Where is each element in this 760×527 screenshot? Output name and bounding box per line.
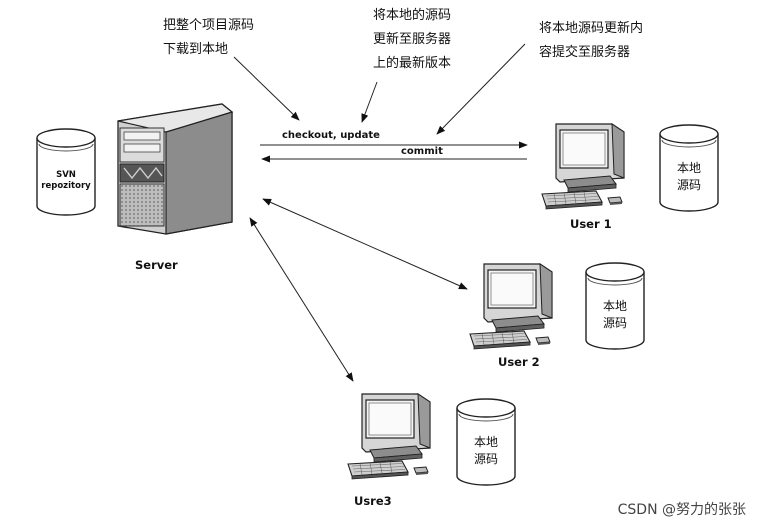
update-note-line: 将本地的源码 — [373, 8, 452, 23]
svn-repository-line: repozitory — [41, 181, 91, 191]
commit-note-arrow — [436, 43, 526, 135]
commit-note-line: 容提交至服务器 — [539, 45, 631, 60]
update-note-arrow — [361, 81, 378, 123]
server-user2-link — [262, 198, 468, 290]
checkout-note-arrow — [233, 56, 300, 121]
checkout-flow-label: checkout, update — [282, 130, 380, 141]
user1-label: User 1 — [570, 217, 612, 231]
user1-computer — [541, 123, 625, 210]
user2-computer — [469, 263, 553, 350]
user2-label: User 2 — [498, 355, 540, 369]
local-label-line: 源码 — [676, 178, 701, 192]
watermark: CSDN @努力的张张 — [617, 502, 746, 518]
checkout-note: 把整个项目源码 下载到本地 — [163, 14, 254, 62]
commit-note-line: 将本地源码更新内 — [539, 21, 644, 36]
local-label-line: 源码 — [473, 452, 498, 466]
user2-local-label: 本地 源码 — [585, 298, 645, 332]
local-label-line: 本地 — [473, 435, 498, 449]
update-note: 将本地的源码 更新至服务器 上的最新版本 — [373, 4, 451, 76]
server-tower — [117, 103, 234, 235]
local-label-line: 本地 — [602, 299, 627, 313]
user3-local-label: 本地 源码 — [456, 434, 516, 468]
commit-note: 将本地源码更新内 容提交至服务器 — [539, 17, 643, 65]
local-label-line: 源码 — [602, 316, 627, 330]
update-note-line: 上的最新版本 — [373, 56, 452, 71]
server-user3-link — [249, 217, 354, 382]
checkout-note-line: 下载到本地 — [163, 42, 229, 57]
user3-computer — [347, 393, 431, 480]
checkout-note-line: 把整个项目源码 — [163, 18, 255, 33]
user3-label: Usre3 — [354, 494, 392, 508]
server-label: Server — [135, 258, 178, 272]
update-note-line: 更新至服务器 — [373, 32, 452, 47]
commit-flow-label: commit — [401, 146, 443, 157]
local-label-line: 本地 — [676, 161, 701, 175]
svn-repository-line: SVN — [56, 170, 76, 180]
svn-repository-label: SVN repozitory — [36, 170, 96, 192]
user1-local-label: 本地 源码 — [659, 160, 719, 194]
